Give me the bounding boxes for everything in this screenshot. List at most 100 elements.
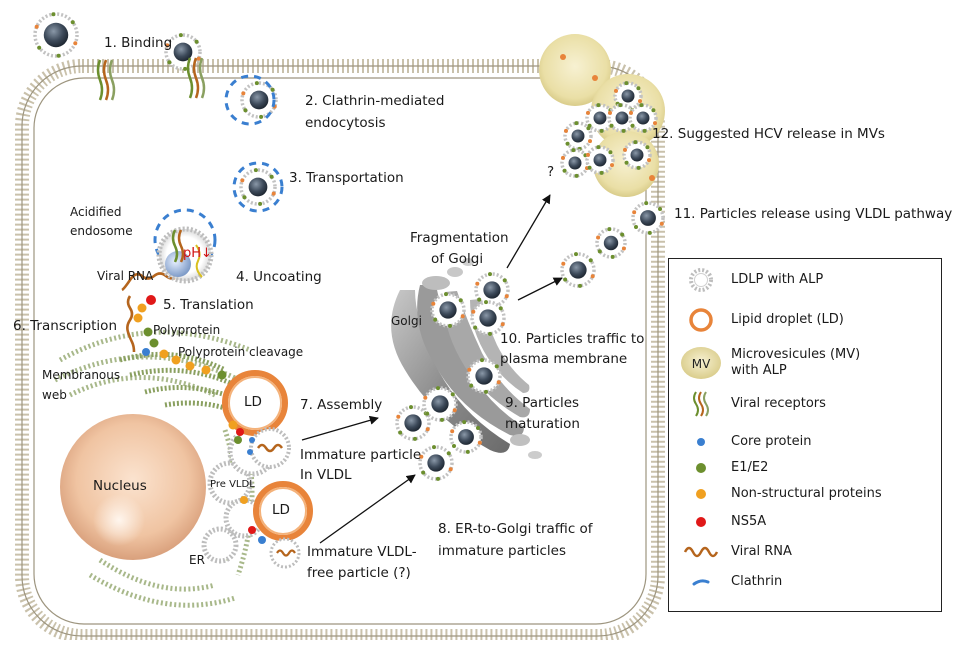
flow-arrows xyxy=(301,194,563,544)
envelope-protein-dot xyxy=(194,39,199,44)
legend-item-ldlp: LDLP with ALP xyxy=(669,267,941,293)
envelope-protein-dot xyxy=(614,88,618,93)
envelope-protein-dot xyxy=(633,140,638,145)
label-traffic-1: 10. Particles traffic to xyxy=(500,331,645,347)
legend-item-ns: Non-structural proteins xyxy=(669,481,941,507)
legend-label-rna: Viral RNA xyxy=(731,544,792,559)
label-traffic-2: plasma membrane xyxy=(500,351,628,367)
envelope-protein-dot xyxy=(632,210,637,215)
label-fragmentation-1: Fragmentation xyxy=(410,230,509,246)
label-binding: 1. Binding xyxy=(104,35,173,51)
label-endocytosis-2: endocytosis xyxy=(305,115,386,131)
legend-label-core: Core protein xyxy=(731,434,812,449)
label-golgi: Golgi xyxy=(391,314,422,328)
legend-box: LDLP with ALP Lipid droplet (LD) MV Micr… xyxy=(668,258,942,612)
envelope-protein-dot xyxy=(561,155,565,160)
envelope-protein-dot xyxy=(413,436,417,441)
envelope-protein-dot xyxy=(624,81,629,86)
envelope-protein-dot xyxy=(34,24,39,29)
legend-label-ldlp: LDLP with ALP xyxy=(731,272,824,287)
envelope-protein-dot xyxy=(471,309,476,314)
virion-core xyxy=(483,281,501,299)
envelope-protein-dot xyxy=(638,99,642,104)
envelope-protein-dot xyxy=(634,225,638,229)
envelope-protein-dot xyxy=(450,429,455,434)
envelope-protein-dot xyxy=(484,389,488,394)
envelope-protein-dot xyxy=(440,417,444,422)
envelope-protein-dot xyxy=(425,411,430,416)
envelope-protein-dot xyxy=(436,386,440,391)
envelope-protein-dot xyxy=(51,12,56,17)
envelope-protein-dot xyxy=(504,294,509,299)
virion-core xyxy=(427,454,445,472)
envelope-protein-dot xyxy=(574,121,579,126)
legend-item-ld: Lipid droplet (LD) xyxy=(669,307,941,333)
envelope-protein-dot xyxy=(73,41,78,46)
envelope-protein-dot xyxy=(630,123,635,128)
envelope-protein-dot xyxy=(396,414,401,419)
envelope-protein-dot xyxy=(467,367,472,372)
envelope-protein-dot xyxy=(165,43,170,48)
envelope-protein-dot xyxy=(409,405,413,410)
virion-core xyxy=(249,90,269,110)
envelope-protein-dot xyxy=(477,440,482,445)
legend-label-e1e2: E1/E2 xyxy=(731,460,769,475)
legend-item-ns5a: NS5A xyxy=(669,509,941,535)
envelope-protein-dot xyxy=(588,139,592,144)
envelope-protein-dot xyxy=(502,278,507,283)
envelope-protein-dot xyxy=(647,158,651,163)
envelope-protein-dot xyxy=(607,227,612,232)
virion-core xyxy=(404,414,422,432)
label-translation: 5. Translation xyxy=(163,297,254,313)
virion-core xyxy=(571,129,585,143)
viral-rna-icon xyxy=(683,546,719,558)
envelope-protein-dot xyxy=(645,145,650,150)
label-transportation: 3. Transportation xyxy=(289,170,404,186)
label-acidified-1: Acidified xyxy=(70,205,122,219)
envelope-protein-dot xyxy=(488,331,492,336)
legend-item-receptors: Viral receptors xyxy=(669,391,941,417)
legend-label-clathrin: Clathrin xyxy=(731,574,783,589)
envelope-protein-dot xyxy=(647,230,652,235)
envelope-protein-dot xyxy=(574,252,578,257)
legend-item-clathrin: Clathrin xyxy=(669,569,941,595)
envelope-protein-dot xyxy=(242,195,247,200)
envelope-protein-dot xyxy=(37,45,42,50)
label-uncoating: 4. Uncoating xyxy=(236,269,322,285)
envelope-protein-dot xyxy=(590,274,595,279)
legend-label-ld: Lipid droplet (LD) xyxy=(731,312,844,327)
legend-label-receptors: Viral receptors xyxy=(731,396,826,411)
virion-core xyxy=(640,210,656,226)
envelope-protein-dot xyxy=(473,325,478,330)
label-nucleus: Nucleus xyxy=(93,478,147,494)
envelope-protein-dot xyxy=(571,148,576,153)
envelope-protein-dot xyxy=(659,221,664,226)
envelope-protein-dot xyxy=(253,168,258,173)
virion-core xyxy=(479,309,497,327)
label-pre-vldl: Pre VLDL xyxy=(210,479,255,490)
envelope-protein-dot xyxy=(629,110,633,115)
envelope-protein-dot xyxy=(653,121,657,126)
core-protein-icon xyxy=(697,438,705,446)
envelope-protein-dot xyxy=(460,314,465,319)
envelope-protein-dot xyxy=(432,445,436,450)
immature-particle-vldl xyxy=(247,427,291,469)
immature-particle-vldl-free xyxy=(269,537,301,569)
label-transcription: 6. Transcription xyxy=(13,318,117,334)
virion-core xyxy=(569,261,587,279)
virion-core xyxy=(458,429,474,445)
virion-core xyxy=(621,89,635,103)
envelope-protein-dot xyxy=(586,152,590,157)
lipid-droplet-top xyxy=(222,370,288,436)
label-immature-2: In VLDL xyxy=(300,467,352,483)
envelope-protein-dot xyxy=(608,150,613,155)
envelope-protein-dot xyxy=(477,297,482,302)
label-er-golgi-1: 8. ER-to-Golgi traffic of xyxy=(438,521,593,537)
legend-label-mv-2: with ALP xyxy=(731,363,787,378)
envelope-protein-dot xyxy=(574,173,579,178)
envelope-protein-dot xyxy=(636,86,641,91)
envelope-protein-dot xyxy=(448,323,452,328)
virion-core xyxy=(636,111,650,125)
clathrin-icon xyxy=(692,579,710,586)
